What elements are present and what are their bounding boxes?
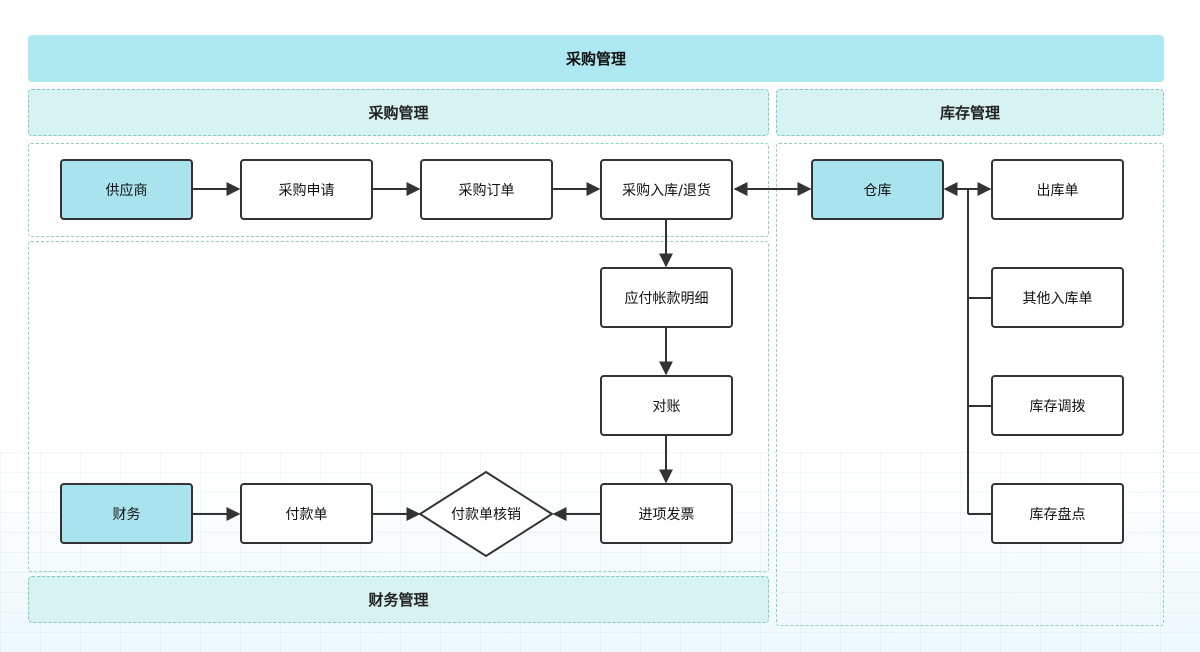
finance-section-header: 财务管理 — [28, 576, 769, 623]
warehouse-node: 仓库 — [811, 159, 944, 220]
inventory-section-header: 库存管理 — [776, 89, 1164, 136]
supplier-node: 供应商 — [60, 159, 193, 220]
purchase-request-node: 采购申请 — [240, 159, 373, 220]
purchase-inbound-return-node: 采购入库/退货 — [600, 159, 733, 220]
diagram-title: 采购管理 — [28, 35, 1164, 82]
payable-detail-node: 应付帐款明细 — [600, 267, 733, 328]
input-invoice-node: 进项发票 — [600, 483, 733, 544]
reconciliation-node: 对账 — [600, 375, 733, 436]
payment-slip-node: 付款单 — [240, 483, 373, 544]
purchase-order-node: 采购订单 — [420, 159, 553, 220]
stock-count-node: 库存盘点 — [991, 483, 1124, 544]
payment-writeoff-diamond — [418, 470, 554, 558]
purchase-section-header: 采购管理 — [28, 89, 769, 136]
payment-writeoff-label: 付款单核销 — [451, 507, 521, 523]
outbound-slip-node: 出库单 — [991, 159, 1124, 220]
inventory-region — [776, 143, 1164, 626]
stock-transfer-node: 库存调拨 — [991, 375, 1124, 436]
finance-node: 财务 — [60, 483, 193, 544]
finance-region — [28, 241, 769, 572]
other-inbound-slip-node: 其他入库单 — [991, 267, 1124, 328]
